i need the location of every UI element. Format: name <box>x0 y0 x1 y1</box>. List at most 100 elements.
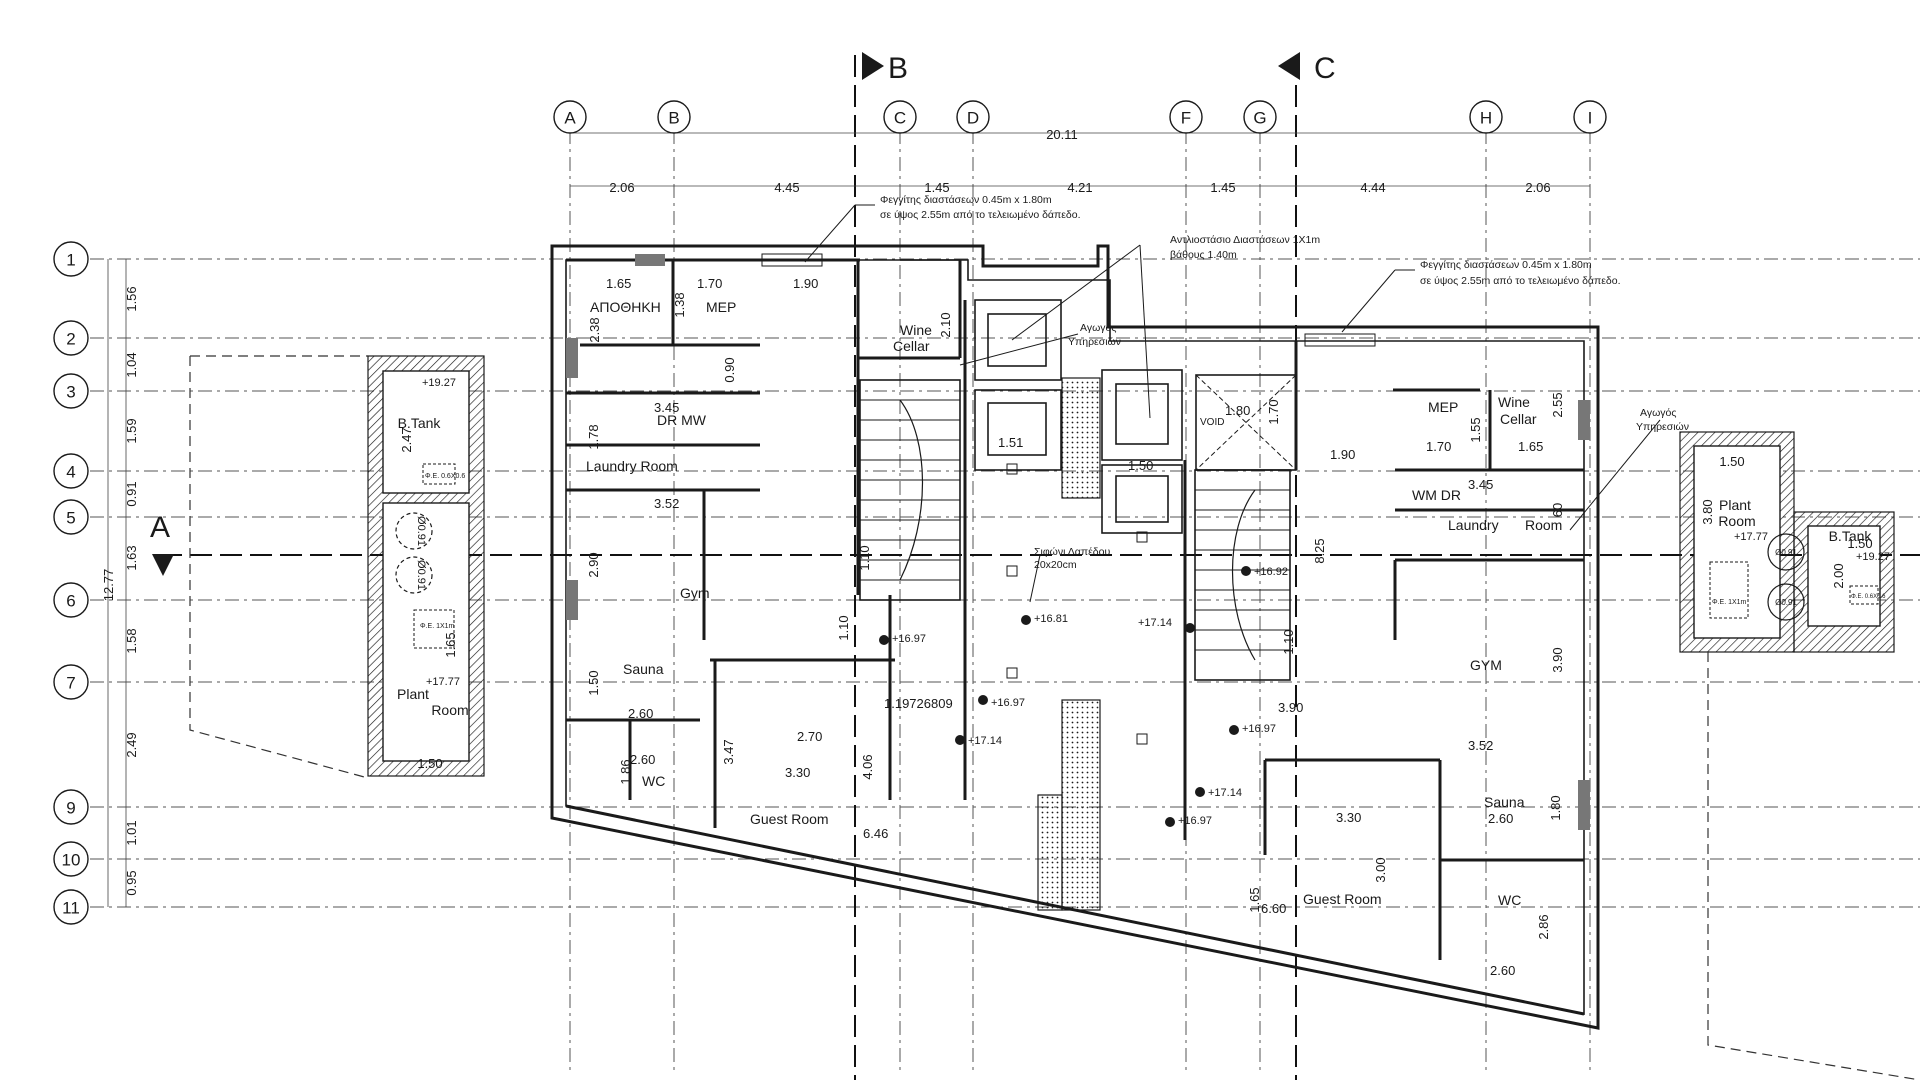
dim-right-165b: 1.65 <box>1247 887 1262 912</box>
room-wmdr-right: WM DR <box>1412 487 1461 503</box>
grid-bubble-row-2: 2 <box>53 320 89 356</box>
dim-right-155: 1.55 <box>1468 417 1483 442</box>
level-4: +17.14 <box>968 735 1002 747</box>
grid-bubble-row-7: 7 <box>53 664 89 700</box>
left-dimension-chain: 12.77 1.56 1.04 1.59 0.91 1.63 1.58 2.49… <box>101 259 139 907</box>
dim-right-170a: 1.70 <box>1266 399 1281 424</box>
left-roof-pipe-1: Ø0.91 <box>415 516 427 546</box>
room-gym-right: GYM <box>1470 657 1502 673</box>
dim-right-190: 1.90 <box>1330 447 1355 462</box>
room-laundry-right: Laundry <box>1448 517 1499 533</box>
top-dimension-chain: 20.11 2.06 4.45 1.45 4.21 1.45 4.44 2.06 <box>570 127 1590 195</box>
dim-left-646: 6.46 <box>863 826 888 841</box>
dim-right-286: 2.86 <box>1536 914 1551 939</box>
dim-left-138: 1.38 <box>672 292 687 317</box>
col-dim-2: 4.45 <box>774 180 799 195</box>
dim-left-330: 3.30 <box>785 765 810 780</box>
level-7: +16.97 <box>1242 723 1276 735</box>
right-roof-plan: 1.50 Plant Room +17.77 3.80 Ø0.91 Ø0.91 … <box>1679 431 1920 1080</box>
grid-bubble-col-H: H <box>1469 100 1503 134</box>
note-pump-1: Αντλιοστάσιο Διαστάσεων 1Χ1m <box>1170 234 1320 246</box>
grid-bubble-row-label: 10 <box>62 851 81 870</box>
room-void-right: VOID <box>1200 417 1224 428</box>
section-label-b: B <box>888 52 908 85</box>
note-pump-2: βάθους 1.40m <box>1170 249 1237 261</box>
left-roof-plant-a: Plant <box>397 686 429 702</box>
room-wc-left: WC <box>642 773 665 789</box>
grid-bubble-row-label: 7 <box>66 674 75 693</box>
left-roof-pipe-2: Ø0.91 <box>415 560 427 590</box>
room-sauna-left: Sauna <box>623 661 664 677</box>
dim-left-347: 3.47 <box>721 739 736 764</box>
right-roof-box-2: Φ.Ε. 0.6X0.6 <box>1851 594 1886 600</box>
right-unit-walls <box>1263 341 1584 960</box>
window-right-2 <box>1578 780 1590 830</box>
row-dim-7: 2.49 <box>124 732 139 757</box>
grid-bubble-col-label: F <box>1181 109 1191 128</box>
left-unit-walls <box>566 258 962 828</box>
grid-bubble-row-label: 1 <box>66 251 75 270</box>
col-dim-6: 4.44 <box>1360 180 1385 195</box>
note-drain-2: 20x20cm <box>1034 559 1077 571</box>
col-dim-7: 2.06 <box>1525 180 1550 195</box>
grid-bubble-row-label: 4 <box>66 463 75 482</box>
skylight-right <box>1304 333 1376 347</box>
dim-left-090: 0.90 <box>722 357 737 382</box>
section-label-c: C <box>1314 52 1336 85</box>
note-skylight-right-2: σε ύψος 2.55m από το τελειωμένο δάπεδο. <box>1420 275 1621 287</box>
grid-bubble-col-label: A <box>564 109 576 128</box>
grid-bubble-row-6: 6 <box>53 582 89 618</box>
left-roof-dim-150: 1.50 <box>417 756 442 771</box>
level-2: +16.81 <box>1034 613 1068 625</box>
note-skylight-right-1: Φεγγίτης διαστάσεων 0.45m x 1.80m <box>1420 259 1592 271</box>
right-roof-dim-380: 3.80 <box>1700 499 1715 524</box>
dim-right-060: 60 <box>1550 503 1565 517</box>
grid-bubble-row-label: 3 <box>66 383 75 402</box>
dim-left-210: 2.10 <box>938 312 953 337</box>
room-mep-right: MEP <box>1428 399 1458 415</box>
right-roof-dim-150a: 1.50 <box>1719 454 1744 469</box>
grid-bubble-row-label: 6 <box>66 592 75 611</box>
dim-right-390a: 3.90 <box>1278 700 1303 715</box>
grid-bubble-col-label: C <box>894 109 906 128</box>
section-label-a: A <box>150 511 170 544</box>
grid-bubble-col-G: G <box>1243 100 1277 134</box>
right-roof-btank: B.Tank <box>1829 528 1873 544</box>
dim-left-270: 2.70 <box>797 729 822 744</box>
dim-left-150: 1.50 <box>586 670 601 695</box>
row-dim-3: 1.59 <box>124 418 139 443</box>
row-dim-6: 1.58 <box>124 628 139 653</box>
room-wine-left-a: Wine <box>900 322 932 338</box>
note-drain-1: Σιφώνι Δαπέδου <box>1034 546 1110 558</box>
dim-left-345: 3.45 <box>654 400 679 415</box>
section-marker-c: C <box>1278 52 1336 85</box>
grid-bubble-row-label: 5 <box>66 509 75 528</box>
grid-bubble-row-label: 2 <box>66 330 75 349</box>
dim-right-352: 3.52 <box>1468 738 1493 753</box>
dim-left-110a: 1.10 <box>836 615 851 640</box>
dim-right-260b: 2.60 <box>1490 963 1515 978</box>
grid-bubble-col-B: B <box>657 100 691 134</box>
dim-left-110b: 1.10 <box>857 545 872 570</box>
room-sauna-right: Sauna <box>1484 794 1525 810</box>
dim-left-186: 1.86 <box>618 759 633 784</box>
dim-right-300: 3.00 <box>1373 857 1388 882</box>
dim-right-165: 1.65 <box>1518 439 1543 454</box>
room-mep-left: MEP <box>706 299 736 315</box>
dim-left-260b: 2.60 <box>630 752 655 767</box>
grid-bubble-row-3: 3 <box>53 373 89 409</box>
dim-left-290: 2.90 <box>586 552 601 577</box>
grid-bubble-col-A: A <box>553 100 587 134</box>
col-dim-5: 1.45 <box>1210 180 1235 195</box>
dim-right-825: 8.25 <box>1312 538 1327 563</box>
dim-left-352: 3.52 <box>654 496 679 511</box>
right-roof-dim-200: 2.00 <box>1831 563 1846 588</box>
grid-bubble-col-label: I <box>1588 109 1593 128</box>
dim-left-178: 1.78 <box>586 424 601 449</box>
window-left-1 <box>635 254 665 266</box>
dim-left-165: 1.65 <box>606 276 631 291</box>
dim-right-180b: 1.80 <box>1548 795 1563 820</box>
right-roof-plant-b: Room <box>1718 513 1755 529</box>
